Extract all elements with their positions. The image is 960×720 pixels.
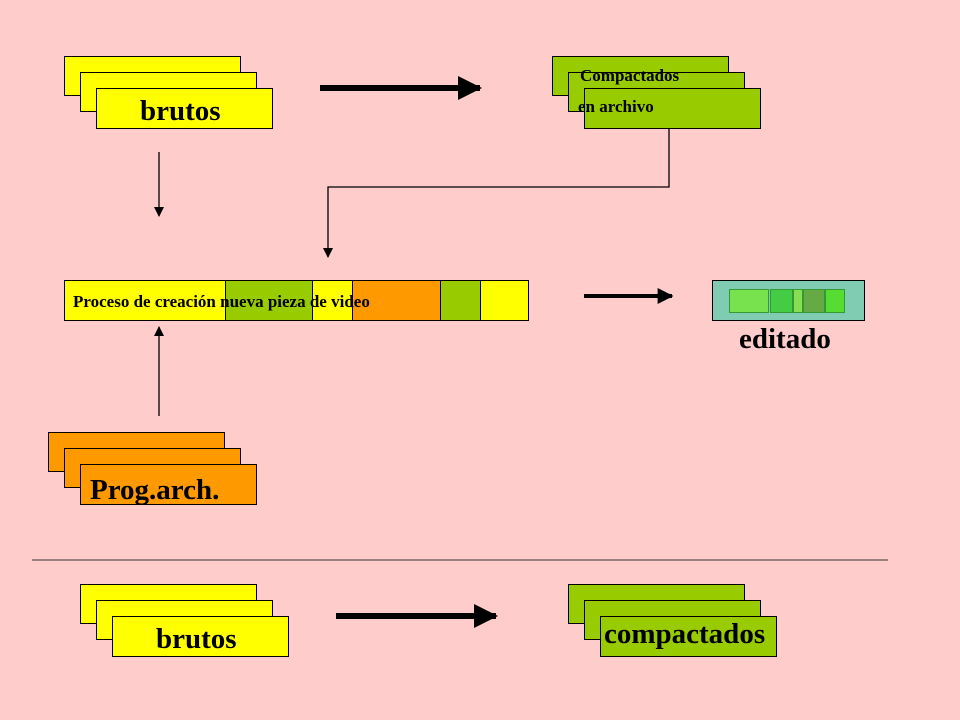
connector-compacted-to-process: [323, 129, 670, 258]
edited-segment-1: [729, 289, 769, 313]
timeline-segment-orange: [353, 281, 441, 320]
timeline-segment-yellow: [313, 281, 353, 320]
edited-segment-2: [770, 289, 793, 313]
raw-label-bottom: brutos: [156, 623, 237, 655]
compacted-bottom-card-front: [600, 616, 777, 657]
raw-label-top: brutos: [140, 95, 221, 127]
compacted-label-line2: en archivo: [578, 97, 654, 116]
timeline-segment-green-2: [441, 281, 481, 320]
edited-clip: [712, 280, 865, 321]
raw-bottom-card-front: [112, 616, 289, 657]
compacted-card-front: [584, 88, 761, 129]
edited-segment-4: [803, 289, 825, 313]
edited-segment-5: [825, 289, 845, 313]
archive-label: Prog.arch.: [90, 474, 220, 506]
timeline-segment-green-1: [225, 281, 313, 320]
raw-card-front: [96, 88, 273, 129]
archive-card-front: [80, 464, 257, 505]
compacted-label-bottom: compactados: [604, 618, 766, 650]
edited-segment-3: [793, 289, 803, 313]
process-label: Proceso de creación nueva pieza de video: [73, 292, 370, 311]
edited-label: editado: [739, 323, 831, 355]
compacted-label-line1: Compactados: [580, 66, 680, 85]
process-timeline-bar: Proceso de creación nueva pieza de video: [64, 280, 529, 321]
